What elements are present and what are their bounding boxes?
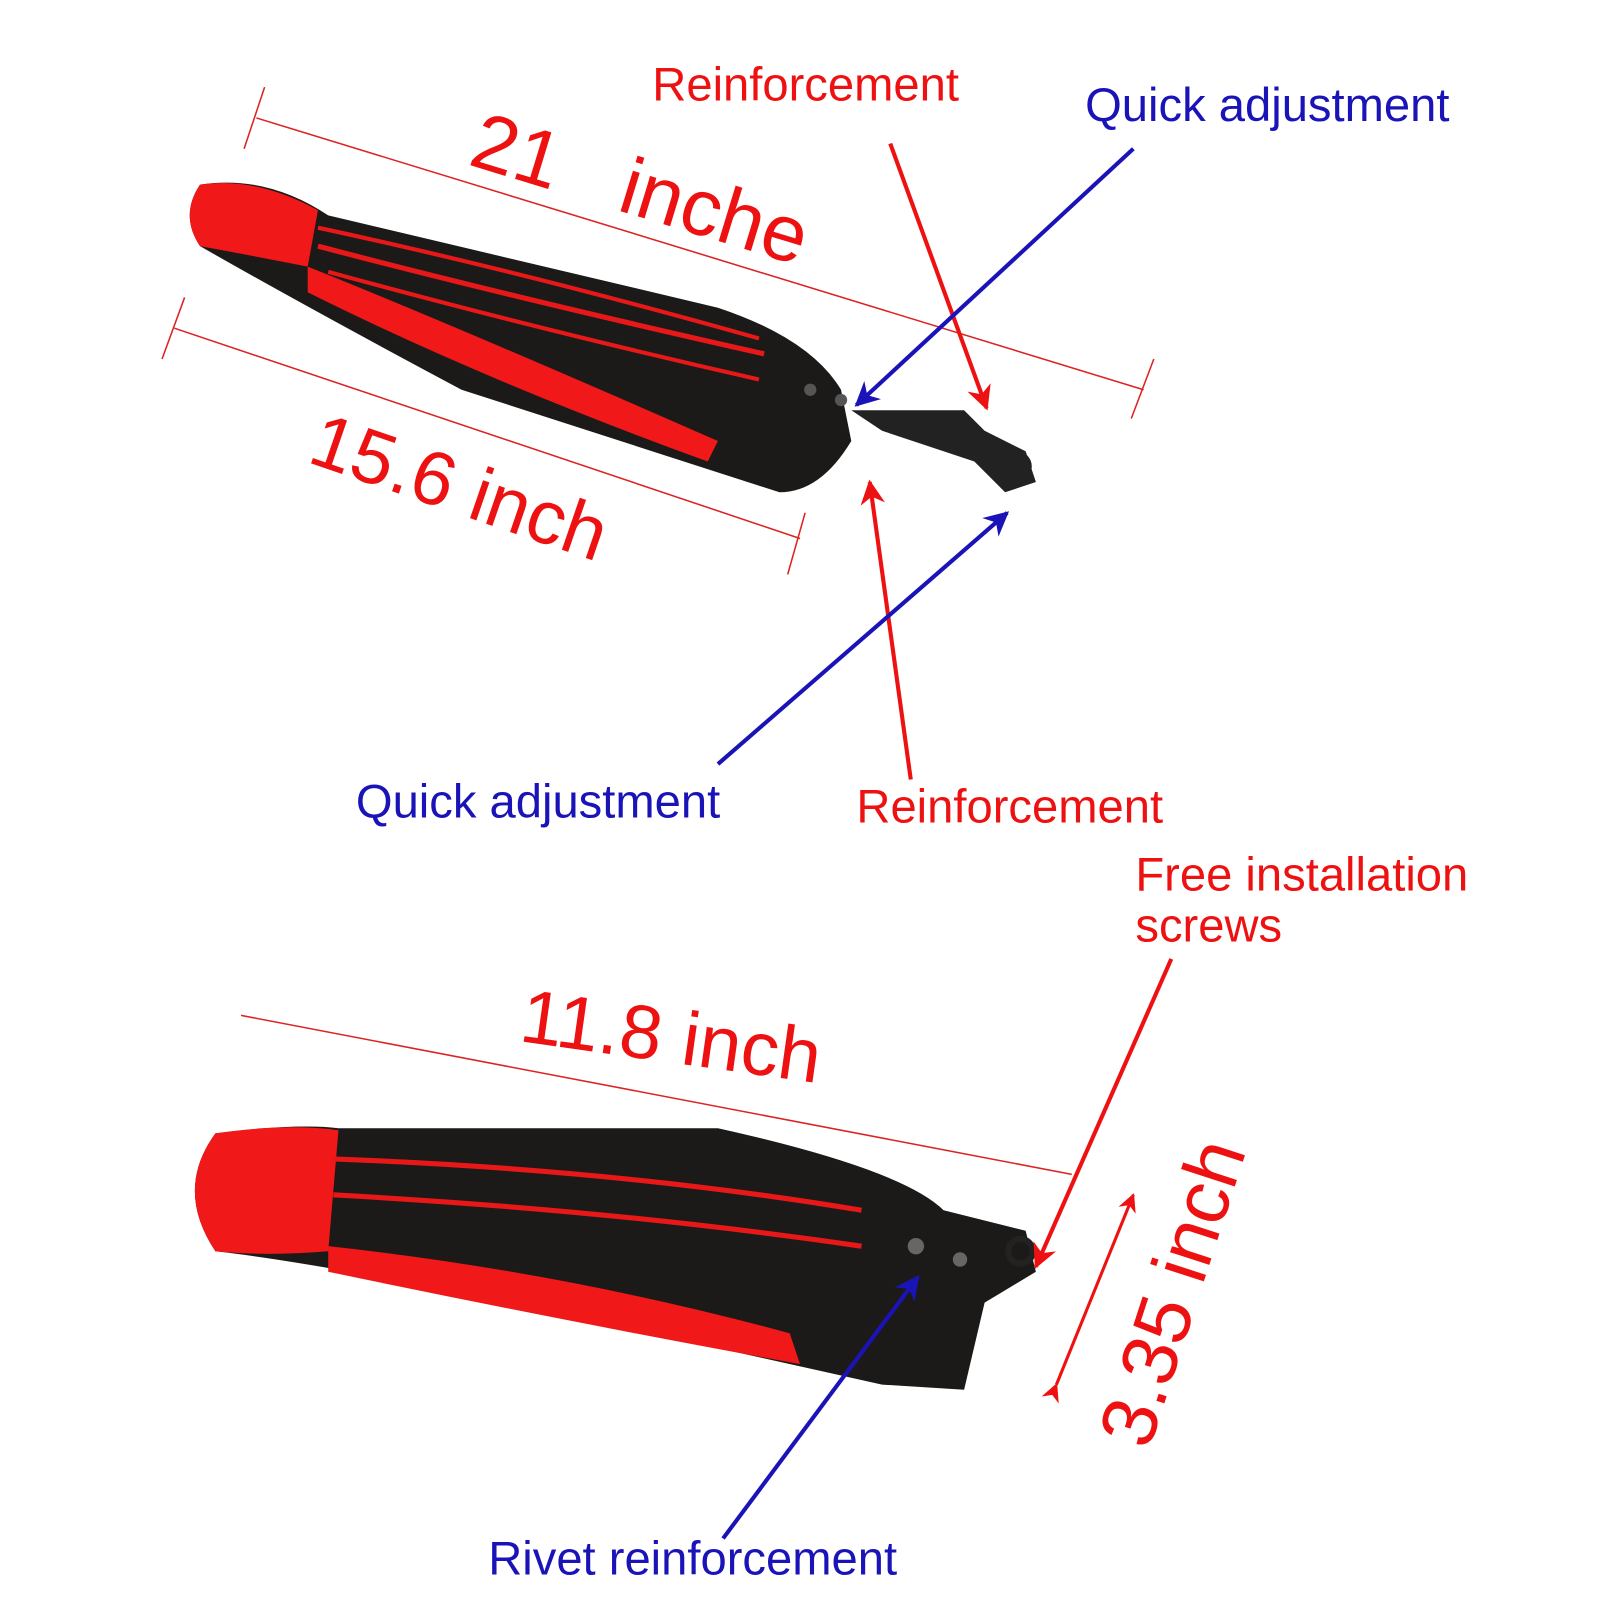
quick-adjust-bracket	[851, 410, 1036, 493]
arrow-reinforcement-top	[888, 142, 991, 411]
label-length-21: 21 inche	[462, 95, 820, 282]
label-free-installation: Free installation	[1135, 847, 1468, 900]
arrow-quick-adjust-mid	[716, 511, 1010, 766]
arrow-rivet	[721, 1274, 920, 1540]
rivet-icon	[834, 393, 848, 407]
label-top-quick-adjustment: Quick adjustment	[1085, 78, 1449, 131]
front-fender	[189, 182, 1036, 493]
rivet-icon	[804, 383, 817, 396]
label-mid-reinforcement: Reinforcement	[856, 780, 1163, 833]
arrow-reinforcement-mid	[860, 479, 913, 780]
rivet-icon	[952, 1252, 968, 1267]
label-rivet-reinforcement: Rivet reinforcement	[488, 1531, 897, 1584]
screw-mount	[1005, 1235, 1036, 1267]
label-screws: screws	[1135, 899, 1282, 952]
label-top-reinforcement: Reinforcement	[652, 58, 959, 111]
arrow-width	[1041, 1193, 1136, 1404]
rear-fender	[194, 1126, 1036, 1390]
label-width-3-35: 3.35 inch	[1081, 1128, 1262, 1456]
label-mid-quick-adjustment: Quick adjustment	[356, 774, 720, 827]
dimension-lines	[161, 86, 1155, 1176]
label-length-11-8: 11.8 inch	[516, 974, 827, 1100]
rivet-icon	[907, 1237, 925, 1255]
arrow-quick-adjust-top	[854, 147, 1135, 407]
